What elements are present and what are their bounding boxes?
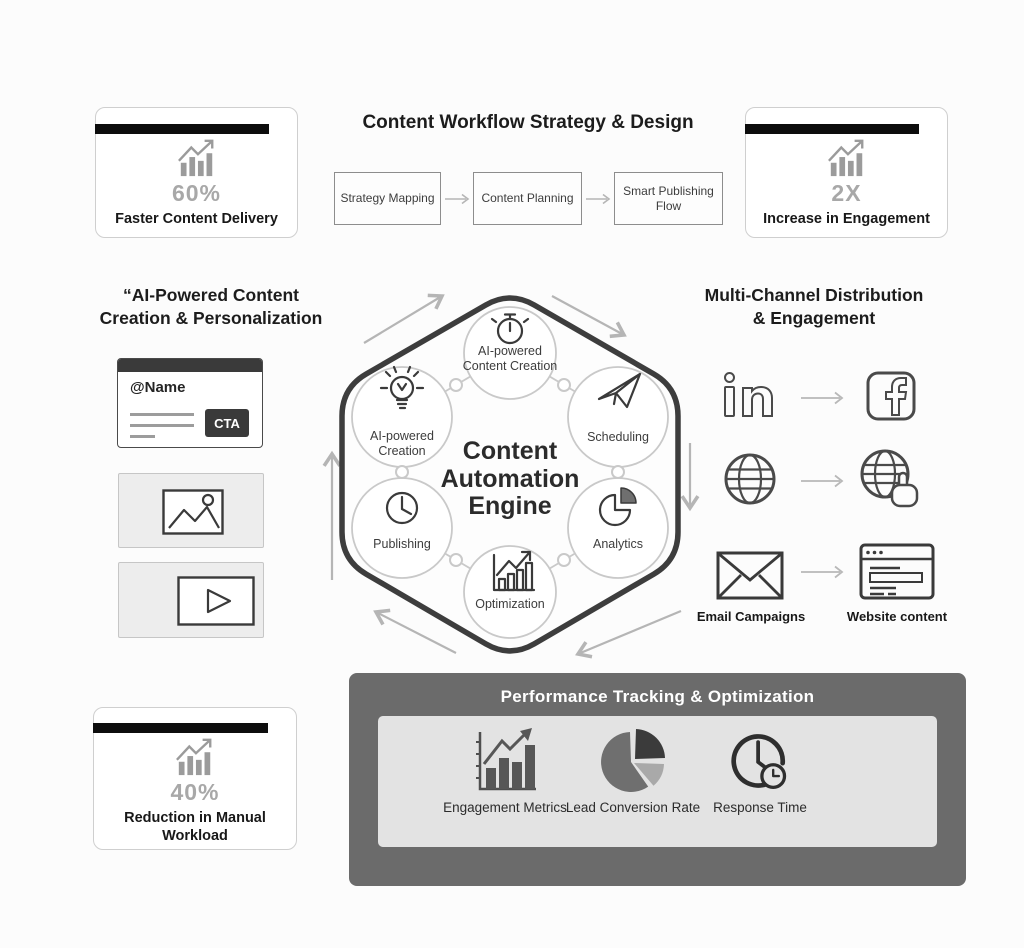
node-label-ai-content-creation: AI-powered Content Creation [462,344,558,374]
node-label-ai-creation: AI-powered Creation [370,429,434,459]
accent-bar [745,124,919,134]
node-label-analytics: Analytics [592,537,644,551]
ai-creation-title: “AI-Powered Content Creation & Personali… [70,284,352,330]
arrow-right-icon [801,391,844,405]
growth-chart-icon [176,738,212,776]
connector-dots [395,378,625,567]
cycle-arrows [322,293,700,659]
stat-value: 40% [170,779,220,805]
ai-creation-title-line2: Creation & Personalization [99,308,323,328]
ai-creation-title-line1: “AI-Powered Content [123,285,299,305]
performance-inner-panel: Engagement Metrics Lead Conversion Rate … [378,716,937,847]
distribution-title-line1: Multi-Channel Distribution [704,285,924,305]
workflow-step-label: Strategy Mapping [340,191,435,205]
clock-icon [385,491,419,525]
cta-button[interactable]: CTA [205,409,249,437]
mock-username: @Name [130,379,186,396]
stat-value: 2X [831,180,862,206]
workflow-step-strategy-mapping: Strategy Mapping [334,172,441,225]
globe-like-icon [860,449,919,508]
engine-title-line: Engine [468,492,552,520]
accent-bar [93,723,268,733]
stat-label: Reduction in Manual Workload [124,810,266,845]
workflow-step-smart-publishing: Smart Publishing Flow [614,172,723,225]
accent-bar [95,124,269,134]
text-placeholder-line [130,424,194,427]
metric-label: Response Time [713,800,807,815]
performance-panel: Performance Tracking & Optimization Enga… [349,673,966,886]
engine-title-line: Content [462,437,558,465]
arrow-right-icon [445,193,470,205]
stat-card-faster-delivery: 60% Faster Content Delivery [95,107,298,238]
node-label-optimization: Optimization [475,597,545,611]
linkedin-icon [724,372,773,417]
arrow-right-icon [801,474,844,488]
metric-response: Response Time [680,728,840,815]
mock-image-card [118,473,264,548]
distribution-title: Multi-Channel Distribution & Engagement [672,284,956,330]
arrow-right-icon [801,565,844,579]
arrow-right-icon [586,193,611,205]
facebook-icon [866,371,916,421]
content-automation-engine-diagram [322,293,700,659]
stat-card-engagement: 2X Increase in Engagement [745,107,948,238]
website-browser-icon [859,543,935,600]
email-campaigns-label: Email Campaigns [696,609,806,624]
metric-conversion: Lead Conversion Rate [553,728,713,815]
conversion-pie-chart-icon [601,729,665,792]
metric-label: Engagement Metrics [443,800,567,815]
mock-video-card [118,562,264,638]
text-placeholder-line [130,435,155,438]
node-label-publishing: Publishing [373,537,431,551]
website-content-label: Website content [846,609,948,624]
node-circles [351,306,669,639]
lightbulb-icon [379,365,425,410]
stat-value: 60% [171,180,222,206]
workflow-step-content-planning: Content Planning [473,172,582,225]
stat-card-workload: 40% Reduction in Manual Workload [93,707,297,850]
image-placeholder-icon [162,489,224,535]
workflow-step-label: Smart Publishing Flow [623,183,714,213]
workflow-step-label: Content Planning [481,191,574,205]
mock-post-card: @Name CTA [117,358,263,448]
performance-title: Performance Tracking & Optimization [500,687,815,706]
pie-chart-icon [598,487,637,527]
response-time-clock-icon [731,734,787,790]
metric-engagement: Engagement Metrics [425,728,585,815]
growth-chart-icon [827,139,863,177]
stat-label: Increase in Engagement [763,211,930,227]
bar-chart-arrow-icon [492,550,536,592]
paper-plane-icon [597,372,642,409]
engagement-bar-chart-icon [476,728,536,791]
distribution-title-line2: & Engagement [752,308,876,328]
video-play-icon[interactable] [177,576,255,626]
globe-icon [724,453,776,505]
growth-chart-icon [177,139,213,177]
metric-label: Lead Conversion Rate [565,800,701,815]
text-placeholder-line [130,413,194,416]
node-label-scheduling: Scheduling [587,430,649,444]
engine-title-line: Automation [440,464,580,493]
stopwatch-icon [490,313,530,345]
mock-post-header-bar [118,359,262,372]
stat-label: Faster Content Delivery [115,211,278,227]
engine-title: Content Automation Engine [424,437,596,521]
workflow-title: Content Workflow Strategy & Design [362,112,694,133]
email-envelope-icon [716,551,784,600]
